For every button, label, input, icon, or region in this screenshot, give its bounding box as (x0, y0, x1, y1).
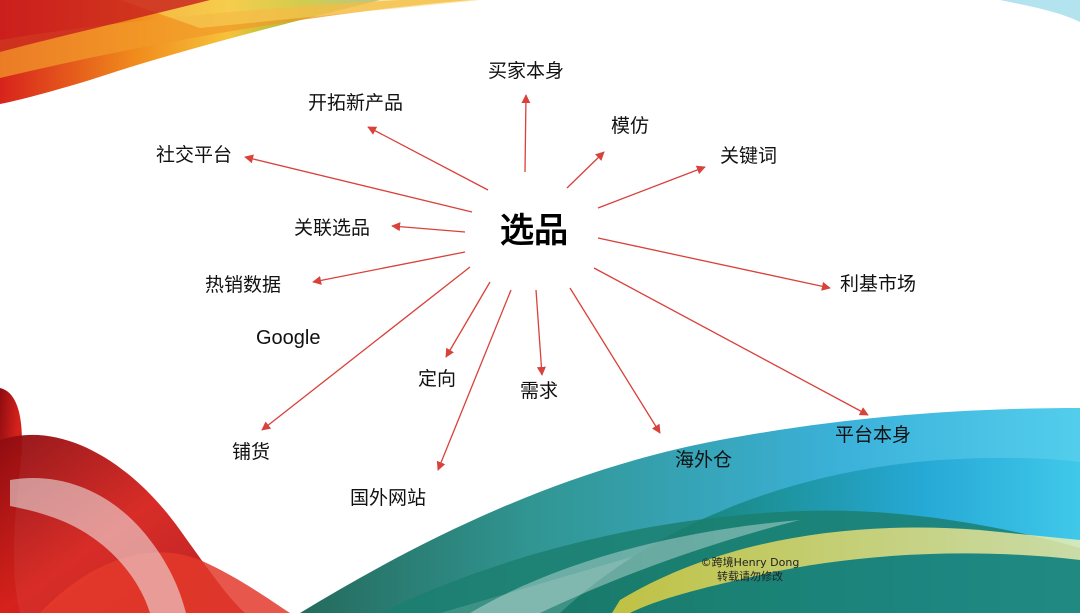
node-related: 关联选品 (294, 217, 371, 239)
node-positioning: 定向 (418, 368, 457, 390)
node-platform: 平台本身 (835, 424, 912, 446)
node-new-product: 开拓新产品 (308, 92, 404, 114)
arrow-positioning (445, 281, 491, 358)
node-social: 社交平台 (156, 144, 233, 166)
node-buyer: 买家本身 (488, 60, 565, 82)
node-niche: 利基市场 (840, 273, 917, 295)
arrow-new-product (367, 126, 489, 191)
center-node: 选品 (500, 211, 568, 251)
node-hot-data: 热销数据 (205, 274, 282, 296)
node-google: Google (256, 327, 321, 349)
arrow-hot-data (312, 251, 466, 285)
credit-watermark: ©跨境Henry Dong 转载请勿修改 (690, 556, 810, 584)
node-stocking: 铺货 (232, 441, 271, 463)
node-keyword: 关键词 (720, 145, 778, 167)
arrow-related (391, 222, 466, 233)
arrow-keyword (597, 165, 706, 209)
arrow-foreign-sites (436, 289, 512, 471)
credit-line-1: ©跨境Henry Dong (700, 556, 800, 569)
arrow-overseas-warehouse (569, 287, 661, 434)
node-imitate: 模仿 (611, 115, 650, 137)
arrow-imitate (566, 151, 605, 189)
arrow-stocking (261, 266, 471, 431)
node-overseas-warehouse: 海外仓 (675, 449, 733, 471)
node-foreign-sites: 国外网站 (350, 487, 427, 509)
arrow-platform (593, 267, 869, 416)
node-demand: 需求 (520, 380, 559, 402)
arrow-demand (535, 289, 546, 376)
arrow-social (244, 154, 473, 213)
arrow-niche (597, 237, 831, 291)
arrow-buyer (521, 94, 531, 173)
credit-line-2: 转载请勿修改 (717, 570, 783, 583)
